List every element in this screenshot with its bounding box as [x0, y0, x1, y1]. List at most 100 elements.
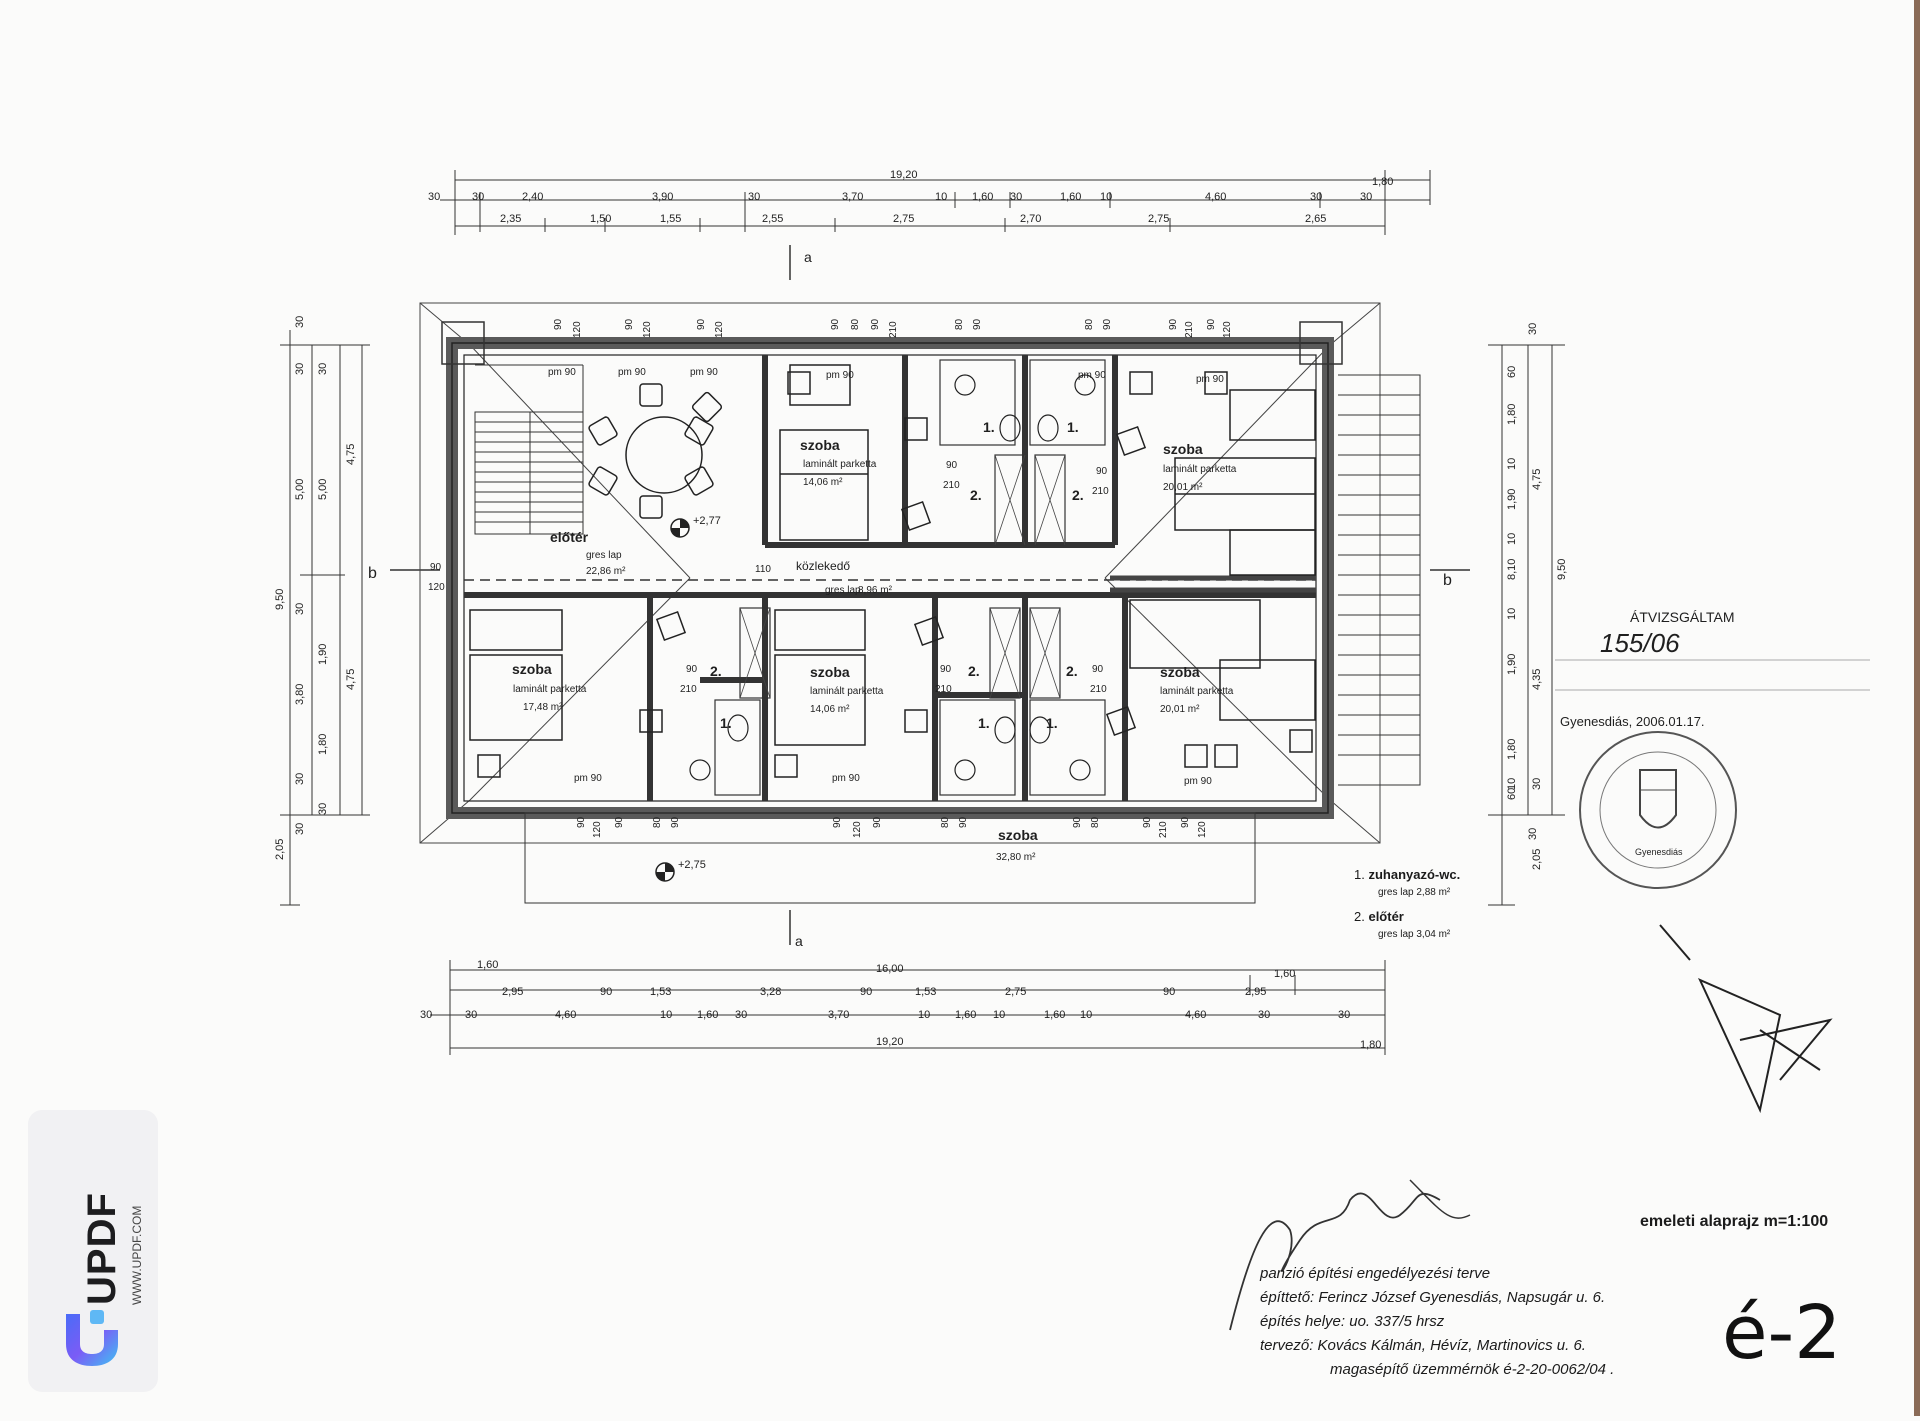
- svg-text:80: 80: [954, 318, 965, 330]
- roof-outline: [419, 302, 1381, 844]
- svg-text:1,55: 1,55: [660, 213, 681, 225]
- svg-text:90: 90: [1168, 318, 1179, 330]
- dim-bottom-right: 1,80: [1360, 1039, 1381, 1051]
- svg-text:30: 30: [1527, 323, 1539, 335]
- svg-text:2.: 2.: [970, 487, 982, 503]
- right-terrace: [1338, 374, 1421, 786]
- top-row1-labels: 30 30 2,40 3,90 30 3,70 10 1,60 30 1,60 …: [428, 191, 1372, 203]
- svg-text:30: 30: [1338, 1009, 1350, 1021]
- room-szoba-3: szoba laminált parketta 17,48 m²: [512, 661, 587, 713]
- svg-text:30: 30: [317, 363, 329, 375]
- bottom-row1-labels: 2,95 90 1,53 3,28 90 1,53 2,75 90 2,95: [502, 986, 1266, 998]
- svg-text:3,90: 3,90: [652, 191, 673, 203]
- room-eloter: előtér gres lap 22,86 m²: [550, 529, 626, 577]
- svg-text:5,00: 5,00: [294, 479, 306, 500]
- title-line-4: tervező: Kovács Kálmán, Hévíz, Martinovi…: [1260, 1337, 1586, 1354]
- svg-text:1,60: 1,60: [972, 191, 993, 203]
- signature-tail-icon: [1409, 1179, 1471, 1219]
- dim-bottom-total: 16,00: [876, 963, 904, 975]
- svg-text:1,60: 1,60: [697, 1009, 718, 1021]
- svg-text:30: 30: [428, 191, 440, 203]
- svg-text:30: 30: [294, 316, 306, 328]
- svg-text:30: 30: [1258, 1009, 1270, 1021]
- updf-logo-icon: [66, 1310, 118, 1366]
- svg-text:90: 90: [1180, 816, 1191, 828]
- svg-text:4,60: 4,60: [1205, 191, 1226, 203]
- svg-text:laminált parketta: laminált parketta: [513, 684, 587, 695]
- svg-text:90: 90: [940, 664, 952, 675]
- svg-text:2,35: 2,35: [500, 213, 521, 225]
- svg-text:10: 10: [1506, 608, 1518, 620]
- svg-text:pm 90: pm 90: [832, 773, 860, 784]
- svg-text:90: 90: [614, 816, 625, 828]
- svg-text:20,01 m²: 20,01 m²: [1160, 704, 1200, 715]
- svg-text:30: 30: [472, 191, 484, 203]
- svg-text:4,75: 4,75: [345, 669, 357, 690]
- svg-text:pm 90: pm 90: [690, 367, 718, 378]
- svg-text:pm 90: pm 90: [618, 367, 646, 378]
- svg-text:pm 90: pm 90: [574, 773, 602, 784]
- svg-text:gres lap: gres lap: [586, 550, 622, 561]
- svg-text:90: 90: [1072, 816, 1083, 828]
- north-arrow-icon: [1659, 924, 1833, 1114]
- svg-text:210: 210: [1090, 684, 1107, 695]
- page-edge: [1914, 0, 1920, 1416]
- left-dimension-lines: [280, 330, 370, 906]
- svg-text:pm 90: pm 90: [1196, 374, 1224, 385]
- toilets: [689, 374, 1096, 781]
- dim-bottom-1920: 19,20: [876, 1036, 904, 1048]
- svg-text:120: 120: [1197, 821, 1208, 838]
- svg-text:2.: 2.: [1072, 487, 1084, 503]
- svg-text:10: 10: [935, 191, 947, 203]
- svg-text:1,53: 1,53: [915, 986, 936, 998]
- svg-text:90: 90: [553, 318, 564, 330]
- staircase: [474, 364, 584, 535]
- svg-text:10: 10: [1100, 191, 1112, 203]
- updf-watermark[interactable]: UPDF WWW.UPDF.COM: [28, 1110, 158, 1392]
- svg-text:1,90: 1,90: [317, 644, 329, 665]
- updf-url: WWW.UPDF.COM: [130, 1205, 144, 1305]
- svg-text:30: 30: [1010, 191, 1022, 203]
- svg-text:1.: 1.: [983, 419, 995, 435]
- top-dimensions: [440, 170, 1431, 235]
- svg-text:120: 120: [428, 582, 445, 593]
- dim-bottom-160: 1,60: [477, 959, 498, 971]
- svg-text:10: 10: [1080, 1009, 1092, 1021]
- svg-text:30: 30: [294, 823, 306, 835]
- svg-text:210: 210: [1184, 321, 1195, 338]
- bottom-row2-labels: 30 30 4,60 10 1,60 30 3,70 10 1,60 10 1,…: [420, 1009, 1350, 1021]
- svg-text:14,06 m²: 14,06 m²: [810, 704, 850, 715]
- level-1-label: +2,77: [693, 515, 721, 527]
- bath-numbers: 1. 1. 2. 2. 2. 1. 2. 2. 1. 1.: [710, 419, 1084, 731]
- svg-text:30: 30: [420, 1009, 432, 1021]
- svg-text:80: 80: [1084, 318, 1095, 330]
- section-b-right: b: [1443, 572, 1452, 589]
- svg-text:pm 90: pm 90: [1184, 776, 1212, 787]
- left-dim-labels: 30 30 30 5,00 5,00 4,75 9,50 30 1,90 3,8…: [274, 316, 357, 860]
- updf-text: UPDF WWW.UPDF.COM: [44, 1140, 144, 1320]
- round-table: [588, 383, 723, 519]
- svg-text:210: 210: [888, 321, 899, 338]
- svg-text:30: 30: [317, 803, 329, 815]
- bath-legend: 1. zuhanyazó-wc. gres lap 2,88 m² 2. elő…: [1354, 866, 1460, 944]
- svg-text:90: 90: [1206, 318, 1217, 330]
- svg-text:90: 90: [686, 664, 698, 675]
- svg-text:32,80 m²: 32,80 m²: [996, 852, 1036, 863]
- svg-text:30: 30: [294, 603, 306, 615]
- legend-item-2: 2. előtér: [1354, 909, 1404, 924]
- balcony: [524, 812, 1256, 904]
- svg-text:90: 90: [624, 318, 635, 330]
- svg-text:szoba: szoba: [512, 661, 552, 677]
- svg-text:90: 90: [600, 986, 612, 998]
- svg-text:4,75: 4,75: [1531, 469, 1543, 490]
- svg-text:120: 120: [572, 321, 583, 338]
- svg-text:laminált parketta: laminált parketta: [810, 686, 884, 697]
- svg-text:155/06: 155/06: [1600, 628, 1680, 658]
- svg-text:110: 110: [755, 564, 771, 575]
- svg-text:4,60: 4,60: [555, 1009, 576, 1021]
- title-line-3: építés helye: uo. 337/5 hrsz: [1260, 1313, 1445, 1330]
- room-szoba-4: szoba laminált parketta 14,06 m²: [810, 664, 884, 715]
- svg-text:17,48 m²: 17,48 m²: [523, 702, 563, 713]
- svg-text:3,70: 3,70: [828, 1009, 849, 1021]
